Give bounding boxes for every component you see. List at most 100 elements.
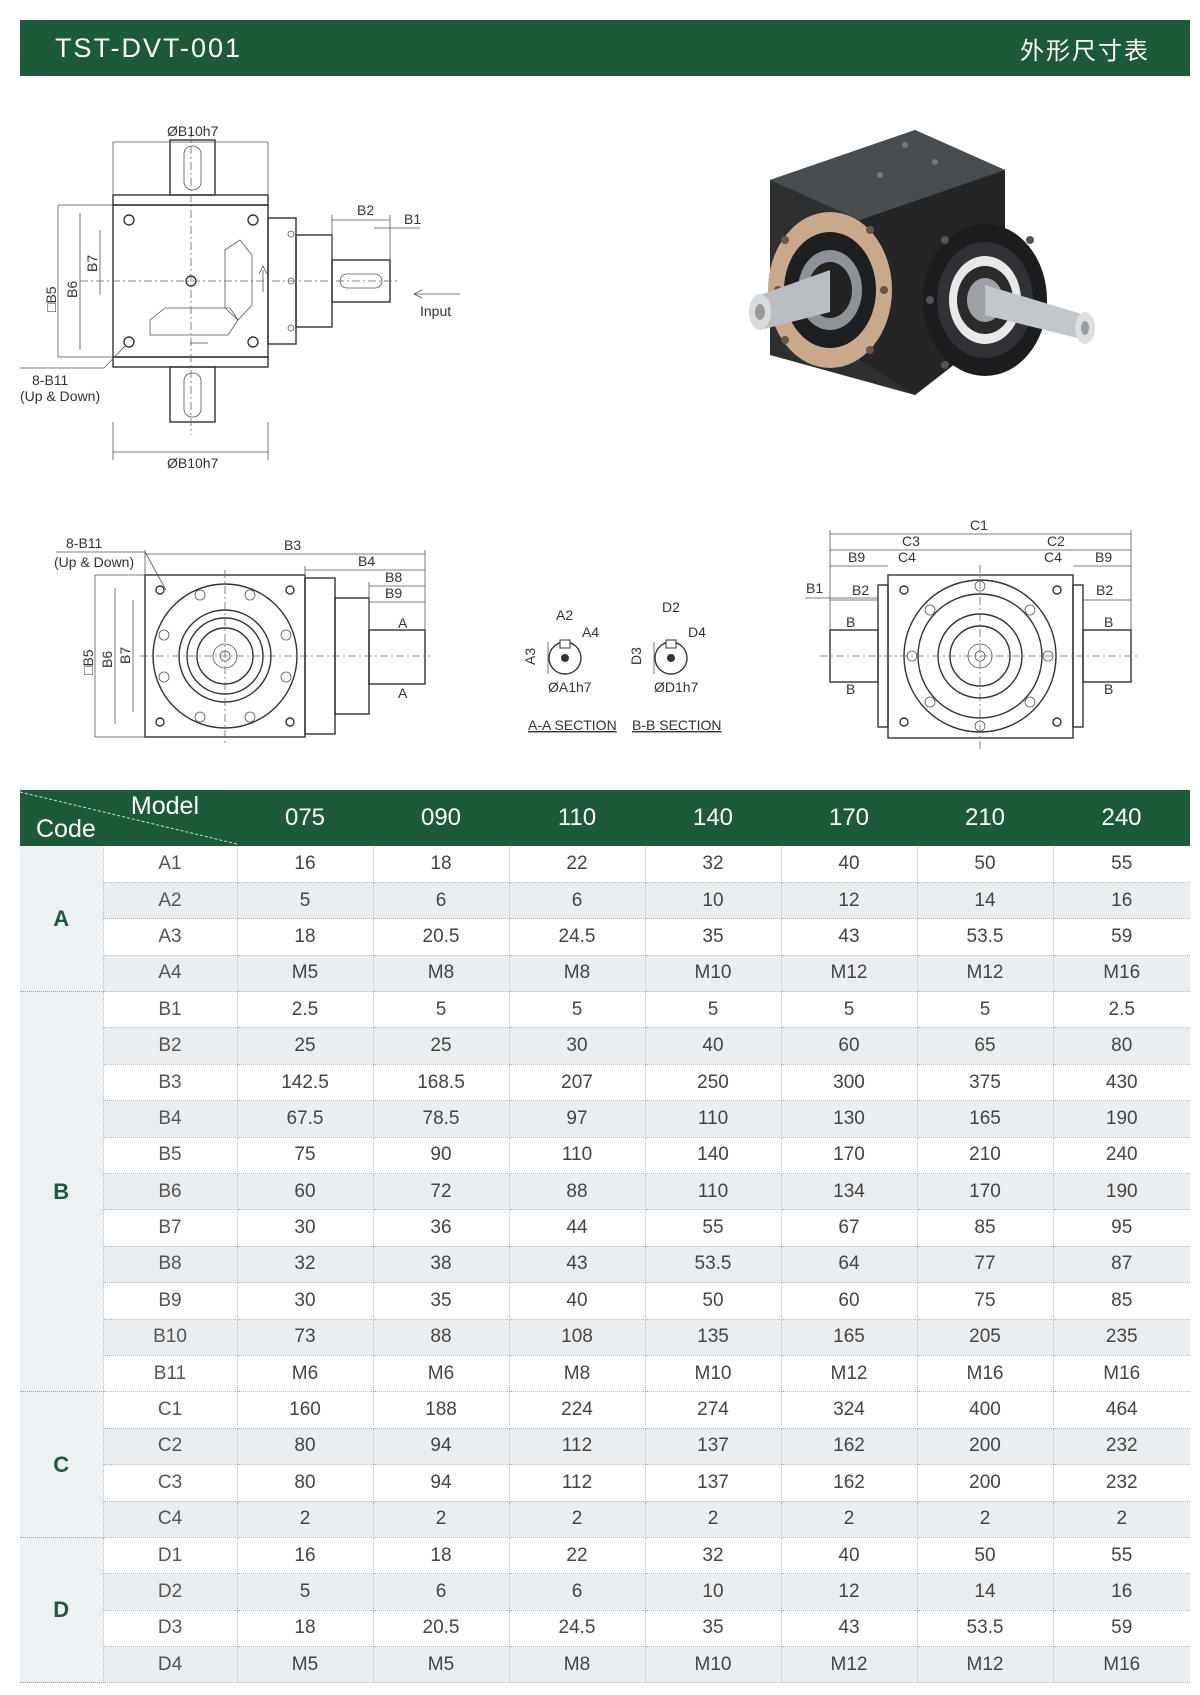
front-view-drawing: B3 B4 B8 B9 A A B7 B6 □B5 8-B11 (Up & Do…: [54, 535, 430, 745]
label-input: Input: [420, 303, 451, 319]
model-label: Model: [130, 792, 199, 820]
dimension-value: 2: [645, 1501, 782, 1538]
section-b-drawing: D3 D2 D4 ØD1h7 B-B SECTION: [628, 599, 721, 733]
dimension-value: 32: [237, 1246, 374, 1284]
dimension-value: 32: [645, 846, 782, 883]
dimension-value: 300: [781, 1064, 918, 1102]
dimension-value: M12: [917, 1646, 1054, 1684]
dimension-value: 80: [237, 1428, 374, 1466]
dimension-code: D2: [103, 1573, 238, 1611]
dimension-value: 12: [781, 1573, 918, 1611]
dimension-value: M5: [237, 1646, 374, 1684]
dimension-value: 85: [1053, 1282, 1190, 1320]
dimension-value: 232: [1053, 1428, 1190, 1466]
dimension-code: A1: [103, 846, 238, 883]
dim-c2: C2: [1047, 533, 1065, 549]
dimension-value: 40: [781, 846, 918, 883]
model-header: 110: [509, 790, 645, 846]
dimension-value: 18: [373, 1537, 510, 1575]
dimension-value: 60: [781, 1282, 918, 1320]
dimension-code: D3: [103, 1610, 238, 1648]
dim-b9: B9: [385, 585, 402, 601]
dim-b5-front: □B5: [80, 649, 96, 675]
dimension-value: 64: [781, 1246, 918, 1284]
dimension-value: 162: [781, 1428, 918, 1466]
dimension-value: 110: [645, 1173, 782, 1211]
dim-b8: B8: [385, 569, 402, 585]
dimension-value: 94: [373, 1464, 510, 1502]
page-header: TST-DVT-001 外形尺寸表: [20, 20, 1190, 76]
dimension-value: 40: [645, 1027, 782, 1065]
dimension-value: 50: [917, 846, 1054, 883]
dimension-value: 65: [917, 1027, 1054, 1065]
dimension-value: 72: [373, 1173, 510, 1211]
corner-diagonal: [20, 791, 237, 845]
dimension-value: 75: [917, 1282, 1054, 1320]
dimension-value: 2.5: [237, 991, 374, 1029]
dim-b1-side: B1: [806, 580, 823, 596]
dim-c4-right: C4: [1044, 549, 1062, 565]
table-corner-header: Model Code: [20, 790, 237, 846]
dimension-value: 55: [1053, 846, 1190, 883]
dimension-value: 60: [781, 1027, 918, 1065]
dimension-value: 43: [781, 1610, 918, 1648]
dimension-value: 224: [509, 1391, 646, 1429]
dimension-value: 324: [781, 1391, 918, 1429]
section-mark-b-3: B: [1104, 614, 1113, 630]
code-label: Code: [36, 815, 96, 843]
dimension-value: 190: [1053, 1173, 1190, 1211]
section-mark-a-top: A: [398, 615, 408, 631]
dimension-code: B3: [103, 1064, 238, 1102]
technical-drawings: ØB10h7 ØB10h7 B2 B1 B7 B6 □B5 8-B11 (Up …: [0, 90, 1200, 770]
dimension-value: 85: [917, 1209, 1054, 1247]
product-code: TST-DVT-001: [55, 32, 243, 63]
dimension-value: 80: [237, 1464, 374, 1502]
dim-c4-left: C4: [898, 549, 916, 565]
dimension-value: 25: [237, 1027, 374, 1065]
dimension-value: 200: [917, 1428, 1054, 1466]
dimension-value: M16: [917, 1355, 1054, 1393]
dimension-value: M8: [509, 1355, 646, 1393]
dim-b11: 8-B11: [32, 372, 69, 388]
dimension-value: 2.5: [1053, 991, 1190, 1029]
dimension-value: 14: [917, 1573, 1054, 1611]
dimension-value: 16: [1053, 1573, 1190, 1611]
dim-b9-right: B9: [1095, 549, 1112, 565]
dimension-value: 18: [373, 846, 510, 883]
section-mark-a-bottom: A: [398, 685, 408, 701]
dimension-code: B5: [103, 1137, 238, 1175]
dimension-value: 90: [373, 1137, 510, 1175]
dimension-code: D4: [103, 1646, 238, 1684]
dimension-value: 32: [645, 1537, 782, 1575]
section-mark-b-1: B: [846, 614, 855, 630]
dimension-value: 5: [645, 991, 782, 1029]
dimension-value: 40: [781, 1537, 918, 1575]
top-view-drawing: ØB10h7 ØB10h7 B2 B1 B7 B6 □B5 8-B11 (Up …: [20, 123, 460, 471]
dimension-value: 2: [917, 1501, 1054, 1538]
dimension-value: 2: [237, 1501, 374, 1538]
dimension-value: M10: [645, 1646, 782, 1684]
dim-b10-top: ØB10h7: [167, 123, 219, 139]
dimension-value: 18: [237, 918, 374, 956]
dimension-value: 55: [645, 1209, 782, 1247]
dimension-table: Model Code 075 090 110 140 170 210 240 A…: [20, 790, 1190, 1684]
dimension-value: 112: [509, 1464, 646, 1502]
dimension-value: 375: [917, 1064, 1054, 1102]
dim-c1: C1: [970, 517, 988, 533]
dimension-value: M16: [1053, 1646, 1190, 1684]
dimension-value: 142.5: [237, 1064, 374, 1102]
dim-b10-bottom: ØB10h7: [167, 455, 219, 471]
dimension-value: 22: [509, 846, 646, 883]
dimension-value: 200: [917, 1464, 1054, 1502]
model-header: 090: [373, 790, 509, 846]
